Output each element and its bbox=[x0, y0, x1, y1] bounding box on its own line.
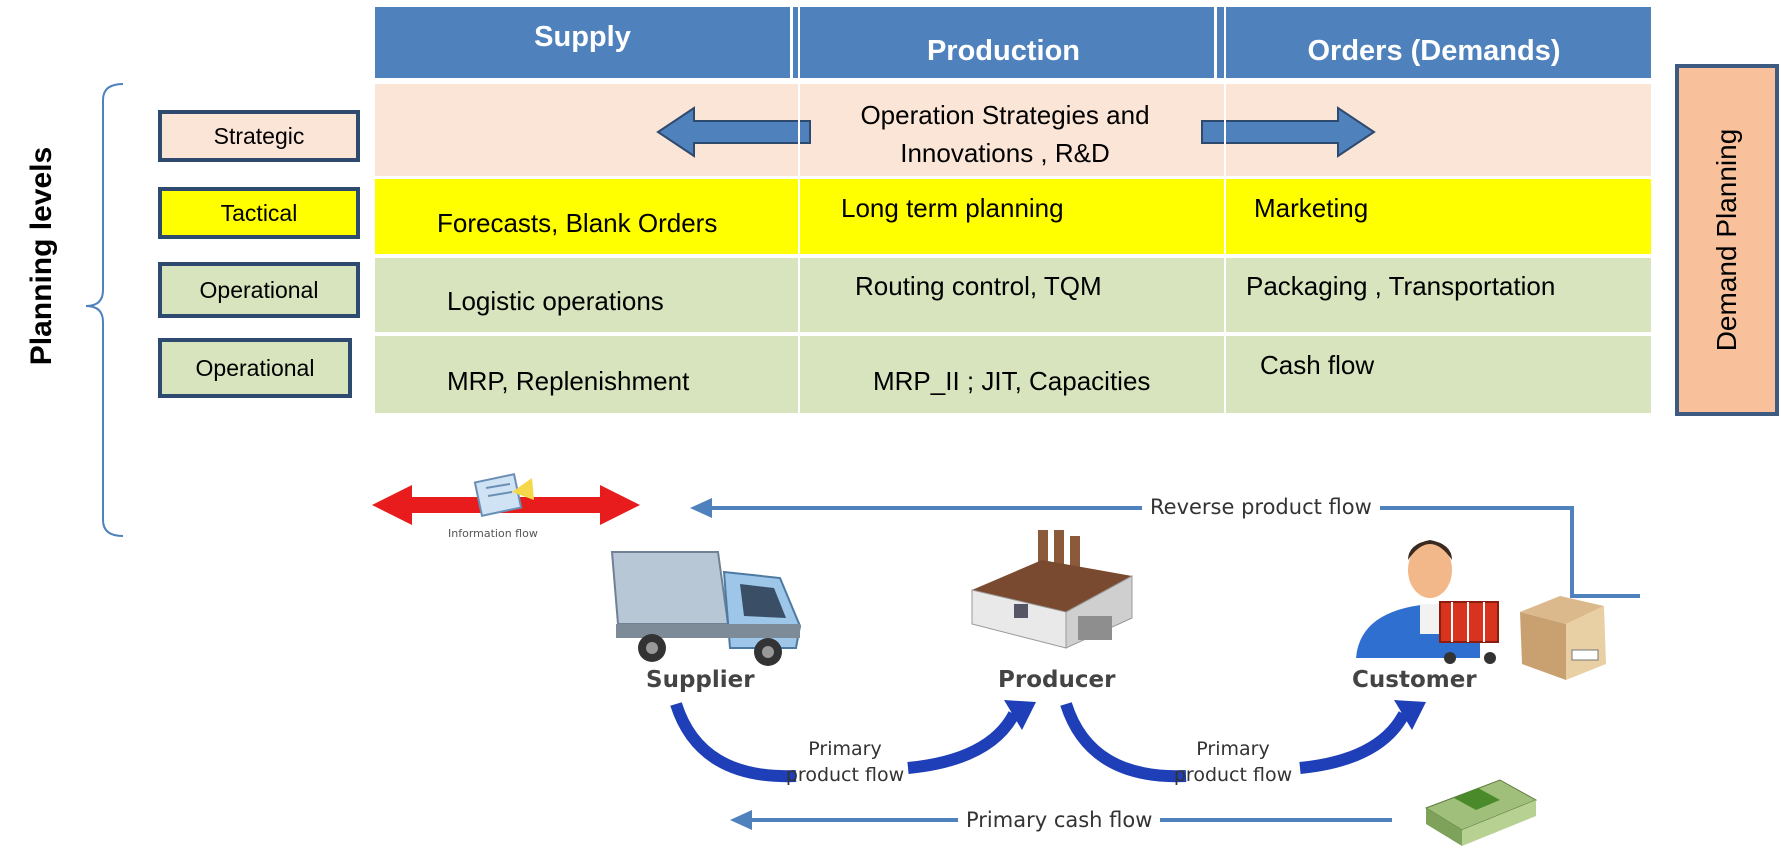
product-flow-arrow-1 bbox=[670, 700, 1036, 783]
tactical-production: Long term planning bbox=[841, 193, 1064, 223]
tactical-orders: Marketing bbox=[1254, 193, 1369, 223]
strategic-row bbox=[375, 84, 1651, 176]
column-divider-2 bbox=[1224, 7, 1226, 413]
strategic-right-arrow bbox=[1201, 106, 1376, 158]
operational-2-production: MRP_II ; JIT, Capacities bbox=[873, 366, 1151, 396]
factory-icon bbox=[971, 530, 1133, 649]
operational-1-supply: Logistic operations bbox=[447, 286, 664, 316]
operational-row-2 bbox=[375, 336, 1651, 413]
header-orders: Orders (Demands) bbox=[1217, 7, 1651, 78]
strategic-left-arrow bbox=[656, 106, 811, 158]
tactical-row bbox=[375, 179, 1651, 254]
operational-1-production: Routing control, TQM bbox=[855, 271, 1102, 301]
product-flow-arrow-2 bbox=[1060, 700, 1426, 783]
level-strategic: Strategic bbox=[158, 110, 360, 162]
operational-2-supply: MRP, Replenishment bbox=[447, 366, 690, 396]
information-flow-label: Information flow bbox=[448, 527, 538, 540]
header-production: Production bbox=[793, 7, 1214, 78]
level-operational-2: Operational bbox=[158, 338, 352, 398]
planning-levels-brace bbox=[85, 83, 124, 537]
reverse-flow-label: Reverse product flow bbox=[1142, 495, 1380, 519]
tactical-supply: Forecasts, Blank Orders bbox=[437, 208, 718, 238]
primary-product-flow-label-1: Primary product flow bbox=[785, 738, 905, 786]
column-divider-1 bbox=[798, 7, 800, 413]
package-icon bbox=[1520, 596, 1606, 680]
customer-label: Customer bbox=[1352, 667, 1477, 693]
operational-2-orders: Cash flow bbox=[1260, 350, 1375, 380]
money-icon bbox=[1424, 779, 1538, 846]
primary-product-flow-label-2: Primary product flow bbox=[1173, 738, 1293, 786]
supplier-label: Supplier bbox=[646, 667, 755, 693]
demand-planning-box bbox=[1675, 64, 1779, 416]
operational-row-1 bbox=[375, 258, 1651, 332]
document-icon bbox=[473, 473, 534, 517]
reverse-flow-arrow bbox=[690, 498, 1640, 598]
strategic-center-text: Operation Strategies and Innovations , R… bbox=[860, 100, 1150, 168]
operational-1-orders: Packaging , Transportation bbox=[1246, 271, 1556, 301]
cash-flow-label: Primary cash flow bbox=[958, 808, 1161, 832]
producer-label: Producer bbox=[998, 667, 1116, 693]
customer-icon bbox=[1356, 540, 1499, 664]
header-supply: Supply bbox=[375, 7, 790, 78]
truck-icon bbox=[610, 551, 802, 666]
level-operational-1: Operational bbox=[158, 262, 360, 318]
level-tactical: Tactical bbox=[158, 187, 360, 239]
